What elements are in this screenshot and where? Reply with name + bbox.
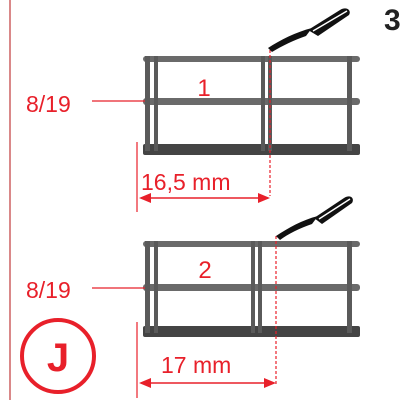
step-number: 3: [384, 4, 401, 37]
middle-rail: [143, 98, 360, 105]
center-post: [261, 56, 265, 151]
segment-number: 2: [198, 257, 211, 284]
center-inner-post: [268, 56, 272, 151]
dimension-label: 17 mm: [161, 352, 231, 378]
badge-circle: [20, 318, 96, 394]
ratio-label: 8/19: [26, 277, 71, 303]
panel-2: 2 8/19 17 mm: [26, 196, 360, 398]
left-post: [145, 56, 150, 151]
knife-icon: [268, 8, 350, 52]
left-inner-post: [154, 241, 158, 333]
knife-icon: [276, 196, 353, 240]
top-rail: [143, 56, 360, 62]
panel-1: 1 8/19 16,5 mm: [26, 8, 360, 212]
dimension-arrow: [139, 378, 276, 388]
frame-posts: [145, 56, 352, 151]
left-inner-post: [154, 56, 158, 151]
center-inner-post: [258, 241, 262, 333]
badge-letter: J: [47, 336, 69, 380]
step-badge: J: [20, 318, 96, 394]
frame-rails: [143, 56, 360, 155]
center-post: [251, 241, 255, 333]
dimension-label: 16,5 mm: [141, 169, 230, 195]
dimension-arrow: [139, 193, 270, 203]
right-post: [347, 241, 352, 333]
left-post: [145, 241, 150, 333]
frame-posts: [145, 241, 352, 333]
right-post: [347, 56, 352, 151]
segment-number: 1: [197, 75, 210, 102]
ratio-label: 8/19: [26, 91, 71, 117]
base-rail: [143, 144, 360, 155]
